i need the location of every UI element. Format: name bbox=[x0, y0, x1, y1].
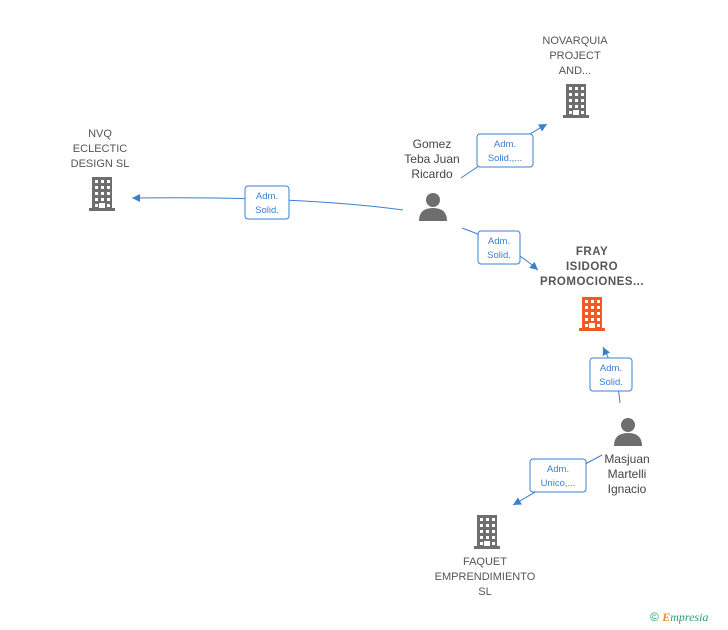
icons-layer bbox=[89, 84, 642, 549]
arrowhead bbox=[513, 497, 522, 505]
edge-label-box[interactable] bbox=[244, 185, 290, 220]
edges-layer: Adm. Solid. Adm. Solid.,... Adm. Solid. Adm. So… bbox=[131, 121, 633, 508]
arrowhead bbox=[538, 124, 547, 132]
person-icon-gomez[interactable] bbox=[419, 193, 447, 221]
node-label-gomez[interactable]: Gomez Teba Juan Ricardo bbox=[404, 137, 460, 181]
building-icon-fray[interactable] bbox=[579, 297, 605, 331]
edge-gomez-novarquia[interactable]: Adm. Solid.,... bbox=[460, 121, 549, 179]
node-label-fray[interactable]: FRAY ISIDORO PROMOCIONES... bbox=[539, 246, 645, 288]
edge-label-line1: Adm. bbox=[600, 363, 622, 374]
footer-brand: © Empresia bbox=[650, 610, 708, 625]
edge-masjuan-faquet[interactable]: Adm. Unico,... bbox=[511, 454, 603, 508]
edge-label-line2: Solid. bbox=[599, 377, 623, 388]
edge-label-line2: Solid.,... bbox=[488, 153, 522, 164]
brand-logo: Empresia bbox=[662, 610, 709, 624]
node-label-faquet[interactable]: FAQUET EMPRENDIMIENTO SL bbox=[434, 556, 536, 598]
edge-label-line1: Adm. bbox=[256, 191, 278, 202]
edge-label-line2: Solid. bbox=[255, 205, 279, 216]
edge-masjuan-fray[interactable]: Adm. Solid. bbox=[589, 345, 633, 404]
arrowhead bbox=[529, 261, 538, 270]
edge-gomez-nvq[interactable]: Adm. Solid. bbox=[131, 185, 404, 220]
edge-label-box[interactable] bbox=[589, 357, 633, 392]
building-icon-faquet[interactable] bbox=[474, 515, 500, 549]
edge-label-box[interactable] bbox=[529, 458, 587, 493]
edge-gomez-fray[interactable]: Adm. Solid. bbox=[461, 227, 541, 273]
edge-label-line1: Adm. bbox=[547, 464, 569, 475]
edge-label-box[interactable] bbox=[477, 230, 521, 265]
edge-label-box[interactable] bbox=[476, 133, 534, 168]
edge-label-line2: Solid. bbox=[487, 250, 511, 261]
edge-label-line2: Unico,... bbox=[541, 478, 576, 489]
arrowhead bbox=[602, 347, 611, 356]
building-icon-novarquia[interactable] bbox=[563, 84, 589, 118]
node-label-masjuan[interactable]: Masjuan Martelli Ignacio bbox=[604, 452, 650, 496]
node-label-nvq[interactable]: NVQ ECLECTIC DESIGN SL bbox=[70, 128, 130, 170]
edge-label-line1: Adm. bbox=[494, 139, 516, 150]
arrowhead bbox=[132, 194, 140, 202]
copyright-symbol: © bbox=[650, 610, 659, 624]
edge-label-line1: Adm. bbox=[488, 236, 510, 247]
node-label-novarquia[interactable]: NOVARQUIA PROJECT AND... bbox=[542, 35, 608, 77]
building-icon-nvq[interactable] bbox=[89, 177, 115, 211]
person-icon-masjuan[interactable] bbox=[614, 418, 642, 446]
